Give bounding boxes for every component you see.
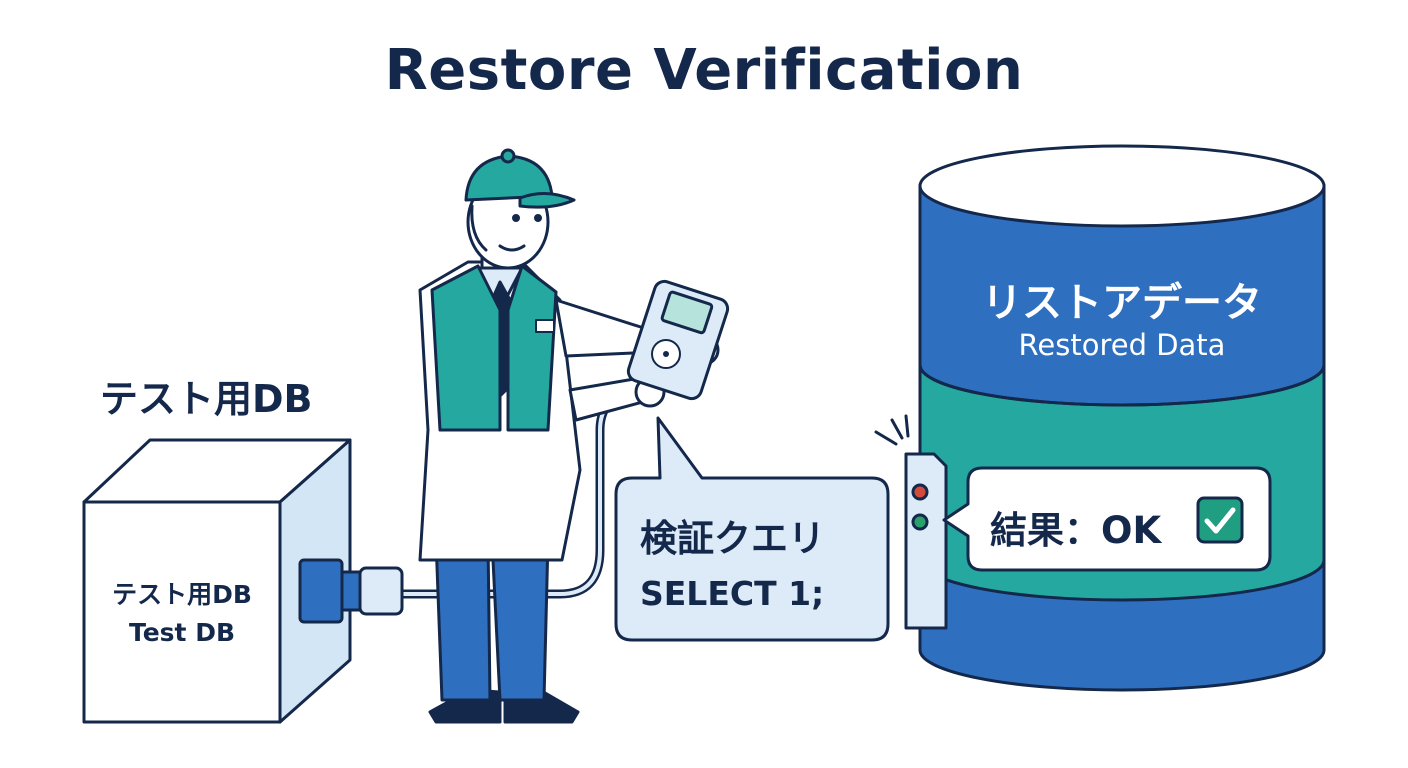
result-bubble bbox=[942, 466, 1272, 572]
status-light-icon bbox=[874, 414, 948, 630]
engineer-figure bbox=[418, 148, 720, 724]
handheld-tester-icon bbox=[626, 279, 730, 401]
test-db-heading: テスト用DB bbox=[100, 377, 313, 421]
page-title: Restore Verification bbox=[384, 38, 1024, 103]
result-label: 結果：OK bbox=[990, 509, 1162, 552]
checkmark-icon bbox=[1196, 496, 1244, 544]
query-label: 検証クエリ bbox=[640, 517, 825, 560]
restored-db-label-en: Restored Data bbox=[1018, 328, 1226, 362]
query-sql: SELECT 1; bbox=[640, 574, 825, 613]
query-bubble bbox=[614, 416, 890, 642]
restored-db-cylinder bbox=[918, 144, 1326, 692]
test-db-label-en: Test DB bbox=[128, 618, 236, 647]
test-db-box-label: テスト用DB Test DB bbox=[84, 576, 280, 652]
test-db-label-jp: テスト用DB bbox=[112, 580, 252, 609]
plug-icon bbox=[298, 558, 404, 624]
test-db-cube bbox=[82, 438, 352, 724]
restored-db-label-jp: リストアデータ bbox=[982, 280, 1262, 326]
